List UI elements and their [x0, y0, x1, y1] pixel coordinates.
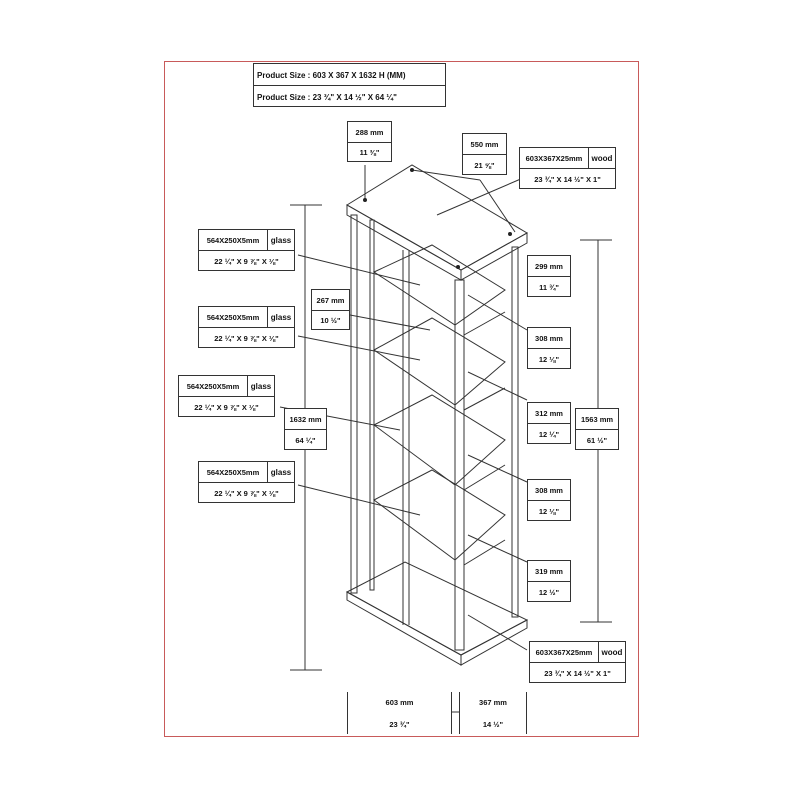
gap-3-mm: 312 mm — [535, 408, 563, 418]
callout-gap-1: 299 mm 11 ¾" — [527, 255, 571, 297]
gap-5-mm: 319 mm — [535, 566, 563, 576]
callout-gap-4: 308 mm 12 ⅛" — [527, 479, 571, 521]
callout-gap-2: 308 mm 12 ⅛" — [527, 327, 571, 369]
glass-4-inch: 22 ¼" X 9 ⅞" X ⅛" — [214, 488, 279, 498]
top-board-size: 603X367X25mm — [525, 153, 583, 163]
glass-3-inch: 22 ¼" X 9 ⅞" X ⅛" — [194, 402, 259, 412]
drawing-frame — [164, 61, 639, 737]
callout-gap-3: 312 mm 12 ¼" — [527, 402, 571, 444]
bottom-board-material: wood — [601, 647, 623, 657]
gap-4-inch: 12 ⅛" — [538, 506, 560, 516]
gap-1-inch: 11 ¾" — [539, 282, 559, 292]
glass-2-material: glass — [270, 312, 292, 322]
product-size-imperial: Product Size : 23 ¾" X 14 ½" X 64 ¼" — [257, 92, 397, 102]
total-height-inch: 64 ¼" — [295, 435, 316, 445]
bottom-board-size: 603X367X25mm — [535, 647, 593, 657]
bottom-board-inch: 23 ¾" X 14 ½" X 1" — [544, 668, 611, 678]
inner-height-inch: 61 ½" — [586, 435, 608, 445]
depth-inch: 14 ½" — [482, 719, 504, 729]
gap-2-mm: 308 mm — [535, 333, 563, 343]
top-depth-mm: 288 mm — [355, 127, 384, 137]
glass-1-inch: 22 ¼" X 9 ⅞" X ⅛" — [214, 256, 279, 266]
width-mm: 603 mm — [385, 697, 414, 707]
top-board-inch: 23 ¾" X 14 ½" X 1" — [534, 174, 601, 184]
callout-depth: 367 mm 14 ½" — [459, 692, 527, 734]
gap-2-inch: 12 ⅛" — [538, 354, 560, 364]
callout-top-board: 603X367X25mm wood 23 ¾" X 14 ½" X 1" — [519, 147, 616, 189]
top-width-inch: 21 ⅝" — [474, 160, 495, 170]
callout-bottom-board: 603X367X25mm wood 23 ¾" X 14 ½" X 1" — [529, 641, 626, 683]
gap-5-inch: 12 ½" — [538, 587, 560, 597]
top-width-mm: 550 mm — [470, 139, 499, 149]
total-height-mm: 1632 mm — [289, 414, 322, 424]
glass-4-material: glass — [270, 467, 292, 477]
glass-3-size: 564X250X5mm — [186, 381, 240, 391]
gap-3-inch: 12 ¼" — [538, 429, 560, 439]
callout-width: 603 mm 23 ¾" — [347, 692, 452, 734]
side-depth-inch: 10 ½" — [320, 316, 341, 325]
side-depth-mm: 267 mm — [316, 295, 345, 305]
gap-1-mm: 299 mm — [535, 261, 563, 271]
inner-height-mm: 1563 mm — [580, 414, 614, 424]
glass-1-size: 564X250X5mm — [206, 235, 260, 245]
glass-3-material: glass — [250, 381, 272, 391]
product-size-box: Product Size : 603 X 367 X 1632 H (MM) P… — [253, 63, 446, 107]
callout-top-width: 550 mm 21 ⅝" — [462, 133, 507, 175]
width-inch: 23 ¾" — [389, 719, 410, 729]
gap-4-mm: 308 mm — [535, 485, 563, 495]
callout-glass-3: 564X250X5mm glass 22 ¼" X 9 ⅞" X ⅛" — [178, 375, 275, 417]
glass-2-size: 564X250X5mm — [206, 312, 260, 322]
callout-side-depth: 267 mm 10 ½" — [311, 289, 350, 330]
glass-2-inch: 22 ¼" X 9 ⅞" X ⅛" — [214, 333, 279, 343]
glass-1-material: glass — [270, 235, 292, 245]
callout-total-height: 1632 mm 64 ¼" — [284, 408, 327, 450]
depth-mm: 367 mm — [479, 697, 507, 707]
callout-glass-4: 564X250X5mm glass 22 ¼" X 9 ⅞" X ⅛" — [198, 461, 295, 503]
callout-top-depth: 288 mm 11 ⅜" — [347, 121, 392, 162]
callout-inner-height: 1563 mm 61 ½" — [575, 408, 619, 450]
top-depth-inch: 11 ⅜" — [359, 148, 380, 157]
product-size-metric: Product Size : 603 X 367 X 1632 H (MM) — [257, 70, 406, 80]
top-board-material: wood — [591, 153, 613, 163]
callout-gap-5: 319 mm 12 ½" — [527, 560, 571, 602]
callout-glass-1: 564X250X5mm glass 22 ¼" X 9 ⅞" X ⅛" — [198, 229, 295, 271]
glass-4-size: 564X250X5mm — [206, 467, 260, 477]
callout-glass-2: 564X250X5mm glass 22 ¼" X 9 ⅞" X ⅛" — [198, 306, 295, 348]
